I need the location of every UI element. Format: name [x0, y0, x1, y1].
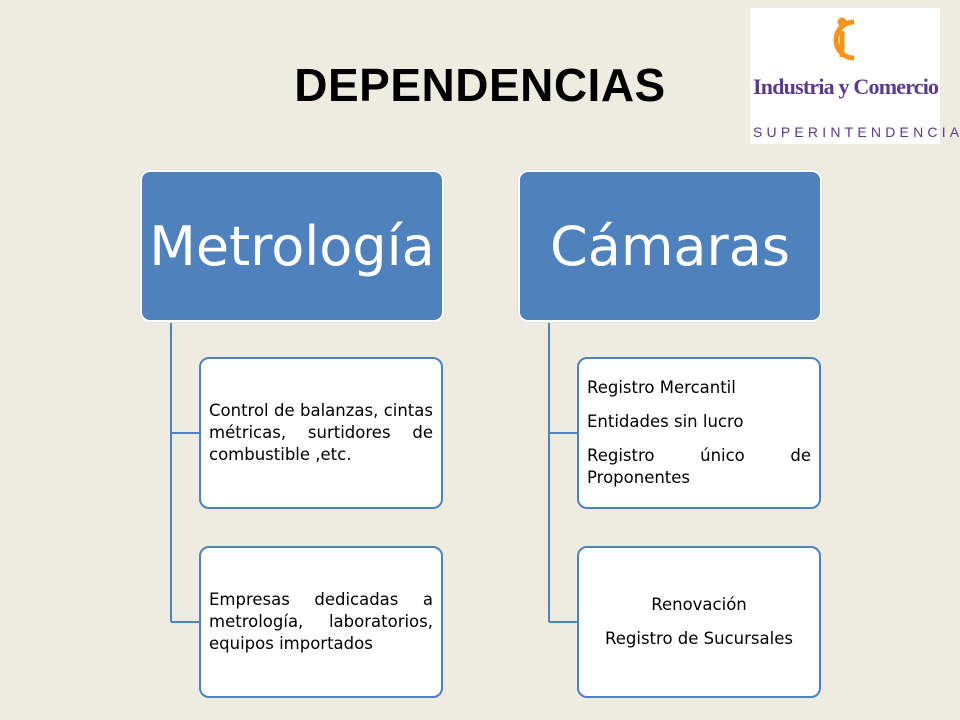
logo-name: Industria y Comercio — [753, 74, 939, 99]
camaras-item-1-line: Registro Mercantil — [587, 378, 736, 397]
camaras-item-1: Registro Mercantil Entidades sin lucro R… — [577, 357, 821, 509]
logo: Industria y Comercio SUPERINTENDENCIA — [750, 8, 960, 144]
camaras-item-1-line: Entidades sin lucro — [587, 412, 744, 431]
metrologia-item-2: Empresas dedicadas a metrología, laborat… — [199, 546, 443, 698]
camaras-item-1-line: Registro único de Proponentes — [587, 446, 811, 487]
metrologia-item-1: Control de balanzas, cintas métricas, su… — [199, 357, 443, 509]
logo-mark-icon — [833, 17, 855, 61]
camaras-header: Cámaras — [518, 170, 822, 322]
metrologia-header-label: Metrología — [149, 214, 435, 278]
metrologia-item-2-text: Empresas dedicadas a metrología, laborat… — [209, 590, 433, 653]
camaras-item-2-line: Renovación — [651, 595, 747, 614]
metrologia-item-1-text: Control de balanzas, cintas métricas, su… — [209, 401, 433, 464]
camaras-item-2-line: Registro de Sucursales — [605, 629, 793, 648]
camaras-item-2: Renovación Registro de Sucursales — [577, 546, 821, 698]
camaras-header-label: Cámaras — [550, 214, 790, 278]
metrologia-header: Metrología — [140, 170, 444, 322]
logo-subtitle: SUPERINTENDENCIA — [753, 124, 960, 140]
page-title: DEPENDENCIAS — [294, 59, 666, 111]
connector-camaras — [548, 318, 579, 623]
connector-metrologia — [170, 318, 201, 623]
